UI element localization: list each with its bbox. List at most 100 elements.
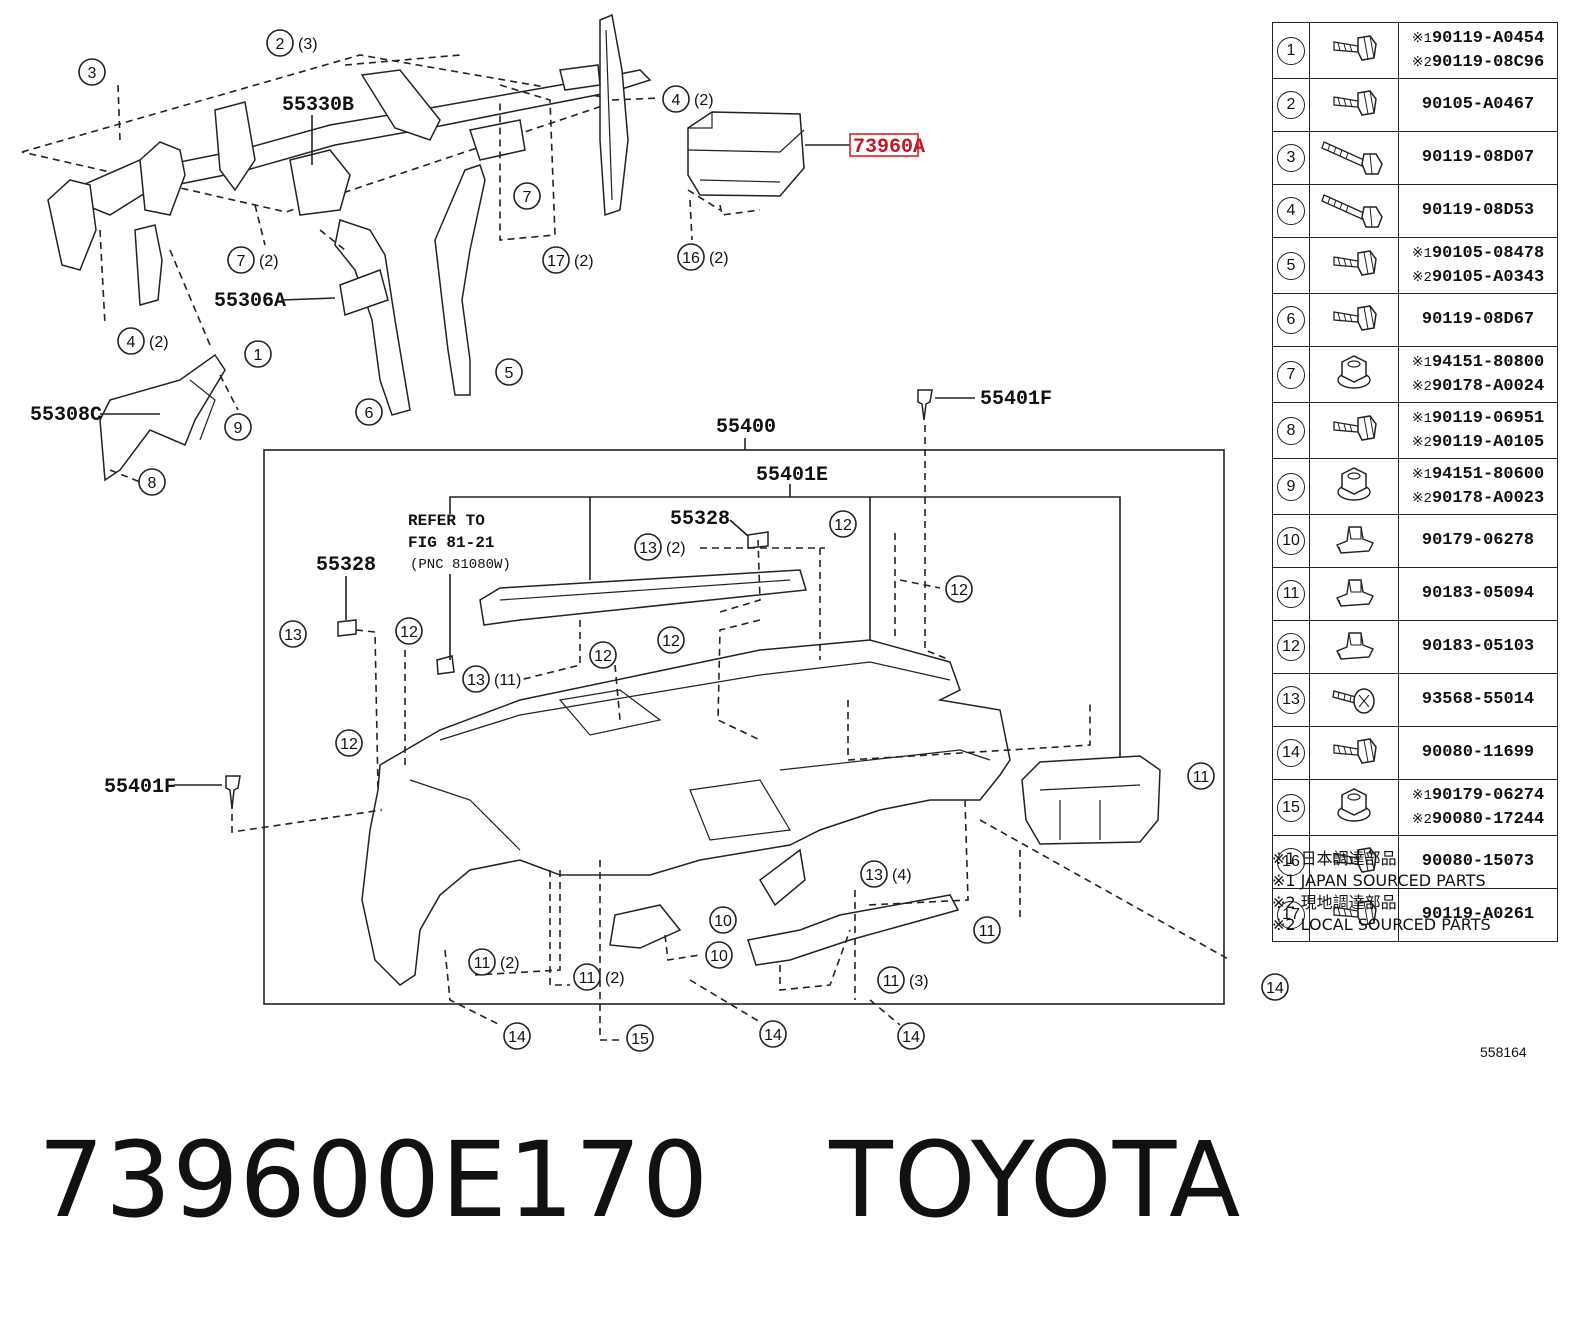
fastener-number: 4 (1272, 184, 1310, 238)
fastener-part-number: ※290119-A0105 (1399, 431, 1557, 455)
svg-text:11: 11 (579, 970, 596, 987)
fastener-part-number: 90119-08D07 (1399, 146, 1557, 170)
fastener-part-numbers: 90179-06278 (1398, 514, 1558, 568)
source-mark: ※1 (1411, 354, 1432, 371)
label-55308C: 55308C (30, 404, 102, 427)
fastener-part-number: 93568-55014 (1399, 688, 1557, 712)
svg-text:16: 16 (682, 250, 700, 267)
fastener-number: 13 (1272, 673, 1310, 727)
callout-5: 5 (495, 358, 523, 386)
instrument-panel-frame (263, 449, 1225, 1005)
callout-14d: 14 (897, 1022, 925, 1050)
part-number-text: 90183-05094 (1421, 584, 1535, 603)
note-line: ※2 LOCAL SOURCED PARTS (1272, 915, 1491, 934)
callout-14b: 14 (503, 1022, 531, 1050)
fastener-row: 14 90080-11699 (1272, 726, 1558, 780)
fastener-part-number: 90179-06278 (1399, 529, 1557, 553)
clip-nut-icon (1309, 620, 1399, 674)
callout-11e: 11 (973, 916, 1001, 944)
part-number-text: 90119-08D67 (1421, 310, 1535, 329)
fastener-number: 1 (1272, 22, 1310, 79)
svg-text:10: 10 (714, 913, 732, 930)
source-mark: ※1 (1411, 245, 1432, 262)
fastener-number: 3 (1272, 131, 1310, 185)
fastener-number-circle: 2 (1277, 91, 1305, 119)
flange-nut-icon (1309, 779, 1399, 836)
fastener-number-circle: 14 (1277, 739, 1305, 767)
label-55400: 55400 (716, 416, 776, 439)
fastener-number: 10 (1272, 514, 1310, 568)
fastener-part-numbers: 90119-A0261 (1398, 888, 1558, 942)
callout-15: 15 (626, 1024, 654, 1052)
fastener-number: 9 (1272, 458, 1310, 515)
svg-text:(2): (2) (259, 253, 279, 270)
fastener-part-number: ※190119-A0454 (1399, 27, 1557, 51)
sourcing-notes: ※1 日本調達部品 ※1 JAPAN SOURCED PARTS ※2 現地調達… (1272, 848, 1491, 936)
fastener-part-numbers: 90119-08D67 (1398, 293, 1558, 347)
svg-text:13: 13 (467, 672, 485, 689)
callout-8: 8 (138, 468, 166, 496)
svg-text:13: 13 (284, 627, 302, 644)
note-line: ※1 日本調達部品 (1272, 849, 1397, 868)
svg-text:4: 4 (127, 334, 136, 351)
fastener-number-circle: 5 (1277, 251, 1305, 280)
svg-text:14: 14 (764, 1027, 782, 1044)
fastener-part-numbers: ※190179-06274※290080-17244 (1398, 779, 1558, 836)
source-mark: ※1 (1411, 30, 1432, 47)
fastener-number: 15 (1272, 779, 1310, 836)
callout-4b: 4(2) (117, 327, 169, 355)
note-line: ※1 JAPAN SOURCED PARTS (1272, 871, 1486, 890)
fastener-number-circle: 9 (1277, 472, 1305, 501)
callout-9: 9 (224, 413, 252, 441)
instrument-panel-assembly (337, 531, 1161, 986)
callout-3: 3 (78, 58, 106, 86)
refer-note-line-3: (PNC 81080W) (410, 557, 511, 573)
fastener-part-number: ※194151-80600 (1399, 463, 1557, 487)
label-55328-top: 55328 (670, 508, 730, 531)
caption-part-number: 739600E170 (38, 1119, 710, 1241)
svg-text:6: 6 (365, 405, 374, 422)
label-55330B: 55330B (282, 94, 354, 117)
callout-11b: 11(2) (468, 948, 520, 976)
callout-16: 16(2) (677, 243, 729, 271)
svg-text:11: 11 (1193, 769, 1210, 786)
callout-group: 2(3) 3 4(2) 7 7(2) 17(2) 16(2) 4(2) 1 5 … (78, 29, 1289, 1052)
fastener-row: 5※190105-08478※290105-A0343 (1272, 237, 1558, 294)
fastener-part-numbers: ※190119-06951※290119-A0105 (1398, 402, 1558, 459)
svg-text:5: 5 (505, 365, 514, 382)
part-number-text: 90080-11699 (1421, 743, 1535, 762)
fastener-part-number: 90183-05103 (1399, 635, 1557, 659)
svg-text:(11): (11) (494, 672, 521, 689)
source-mark: ※2 (1411, 434, 1432, 451)
fastener-number-circle: 15 (1277, 793, 1305, 822)
svg-text:1: 1 (254, 347, 263, 364)
fastener-number: 12 (1272, 620, 1310, 674)
caption: 739600E170 TOYOTA (38, 1128, 1241, 1232)
callout-14c: 14 (759, 1020, 787, 1048)
fastener-number: 6 (1272, 293, 1310, 347)
part-number-text: 90179-06274 (1431, 785, 1545, 805)
callout-12d: 12 (589, 641, 617, 669)
highlight-box (849, 133, 919, 157)
callout-12f: 12 (335, 729, 363, 757)
svg-text:12: 12 (594, 648, 612, 665)
clip-nut-icon (1309, 567, 1399, 621)
svg-text:8: 8 (148, 475, 157, 492)
label-55328-left: 55328 (316, 554, 376, 577)
fastener-number: 7 (1272, 346, 1310, 403)
part-number-text: 90119-A0261 (1421, 905, 1535, 924)
svg-text:11: 11 (474, 955, 491, 972)
fastener-number: 2 (1272, 78, 1310, 132)
part-number-text: 90105-08478 (1431, 243, 1545, 263)
callout-1: 1 (244, 340, 272, 368)
fastener-part-numbers: 90119-08D53 (1398, 184, 1558, 238)
svg-text:10: 10 (710, 948, 728, 965)
note-line: ※2 現地調達部品 (1272, 893, 1397, 912)
fastener-part-number: 90183-05094 (1399, 582, 1557, 606)
fastener-row: 7※194151-80800※290178-A0024 (1272, 346, 1558, 403)
fastener-part-number: 90080-15073 (1399, 850, 1557, 874)
long-hex-bolt-icon (1309, 184, 1399, 238)
hex-flange-bolt-icon (1309, 835, 1399, 889)
